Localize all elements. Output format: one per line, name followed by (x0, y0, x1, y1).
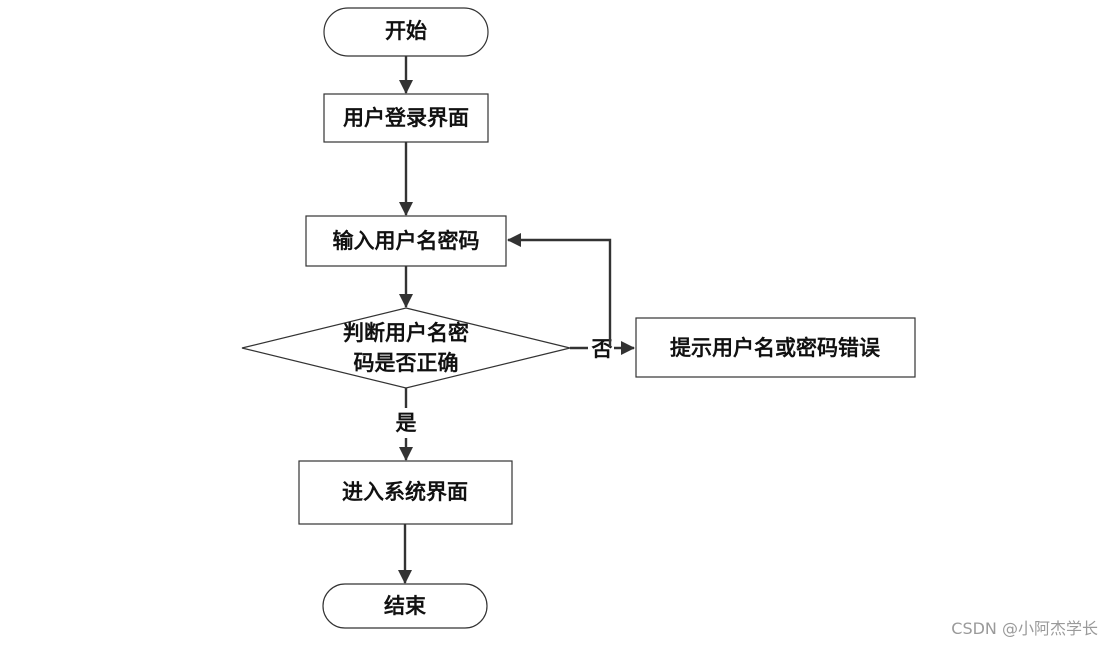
check-label-line2: 码是否正确 (354, 350, 459, 375)
no-label: 否 (592, 336, 613, 361)
yes-label: 是 (396, 410, 417, 435)
end-node: 结束 (322, 583, 488, 629)
check-decision-node: 判断用户名密 码是否正确 (241, 307, 571, 389)
error-prompt-label: 提示用户名或密码错误 (670, 335, 881, 360)
error-prompt-node: 提示用户名或密码错误 (635, 317, 916, 378)
watermark: CSDN @小阿杰学长 (951, 619, 1098, 638)
input-credentials-label: 输入用户名密码 (333, 228, 480, 253)
end-label: 结束 (384, 593, 427, 618)
arrow-error-to-input (507, 233, 612, 347)
start-node: 开始 (323, 7, 489, 57)
start-label: 开始 (385, 18, 427, 43)
enter-system-label: 进入系统界面 (342, 479, 468, 504)
enter-system-node: 进入系统界面 (298, 460, 513, 525)
login-page-label: 用户登录界面 (343, 105, 469, 130)
check-label-line1: 判断用户名密 (343, 320, 469, 345)
login-page-node: 用户登录界面 (323, 93, 489, 143)
input-credentials-node: 输入用户名密码 (305, 215, 507, 267)
